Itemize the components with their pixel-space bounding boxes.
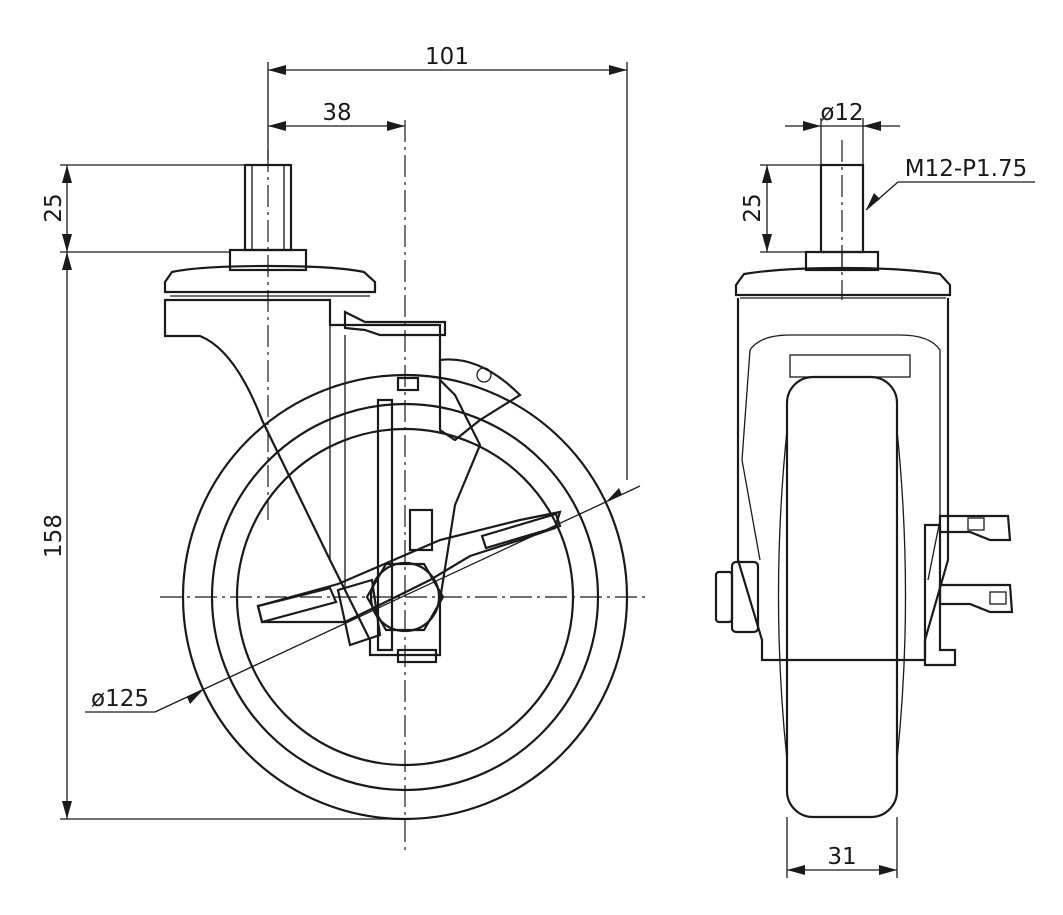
arrow-head <box>787 865 805 875</box>
brake-bracket <box>343 310 447 337</box>
side-hub-left <box>777 429 788 761</box>
arrow-head <box>863 121 881 131</box>
arrow-head <box>609 65 627 75</box>
side-fork-outer <box>736 298 950 662</box>
arrow-head <box>866 193 880 210</box>
side-fork-inner-left <box>741 349 761 561</box>
dim-label-stem-diameter: ø12 <box>820 100 863 126</box>
brake-pivot <box>476 367 492 383</box>
brake-clip-top <box>396 376 420 392</box>
arrow-head <box>268 65 286 75</box>
brake-pedal-lever <box>336 578 382 647</box>
dim-label-overall-height: 158 <box>41 514 67 558</box>
arrow-head <box>879 865 897 875</box>
arrow-head <box>62 234 72 252</box>
side-top-plate <box>734 266 952 297</box>
wheel-hub-circle <box>235 427 575 767</box>
brake-pedal-tab-left <box>256 586 338 624</box>
dim-label-stem-offset: 38 <box>322 100 351 126</box>
arrow-head <box>62 252 72 270</box>
dim-label-stem-length: 25 <box>41 193 67 222</box>
side-axle-nut <box>730 560 760 634</box>
side-fork-inner <box>749 334 941 581</box>
diameter-leader <box>154 485 641 713</box>
arrow-head <box>606 488 622 502</box>
arrow-head <box>387 121 405 131</box>
side-brake-logo-upper <box>967 517 985 531</box>
arrow-head <box>762 165 772 183</box>
fork-body <box>163 298 482 657</box>
arrow-head <box>803 121 821 131</box>
dim-label-wheel-diameter: ø125 <box>91 686 149 712</box>
brake-cam <box>438 358 522 442</box>
front-dimensions: 101 38 25 158 ø125 <box>41 44 641 820</box>
side-view <box>714 140 1014 819</box>
side-wheel <box>785 375 899 819</box>
brake-block <box>408 508 434 552</box>
dim-label-wheel-width: 31 <box>827 844 856 870</box>
front-view <box>160 120 650 855</box>
side-brake-logo-lower <box>989 591 1007 605</box>
hub-nut <box>365 562 445 632</box>
side-dimensions: ø12 M12-P1.75 25 31 <box>740 100 1035 878</box>
arrow-head <box>187 690 203 704</box>
side-brake-housing <box>923 523 957 667</box>
brake-pedal-tab-right <box>480 512 562 550</box>
side-fork-bridge <box>789 354 911 378</box>
dim-label-overall-width: 101 <box>425 44 469 70</box>
dim-label-stem-length-side: 25 <box>740 193 766 222</box>
top-plate <box>163 264 377 294</box>
side-brake-pedal-upper <box>938 514 1012 542</box>
arrow-head <box>62 165 72 183</box>
arrow-head <box>268 121 286 131</box>
side-brake-pedal-lower <box>938 583 1014 614</box>
brake-clip-bottom <box>396 648 438 664</box>
arrow-head <box>762 234 772 252</box>
side-hub-right <box>896 429 907 761</box>
arrow-head <box>62 801 72 819</box>
stem-nut <box>228 248 308 272</box>
brake-housing <box>376 398 394 652</box>
side-axle-cap <box>714 570 734 624</box>
wheel-tread-circle <box>210 402 600 792</box>
dim-label-thread-spec: M12-P1.75 <box>905 156 1028 182</box>
hub-nut-washer <box>369 561 441 633</box>
